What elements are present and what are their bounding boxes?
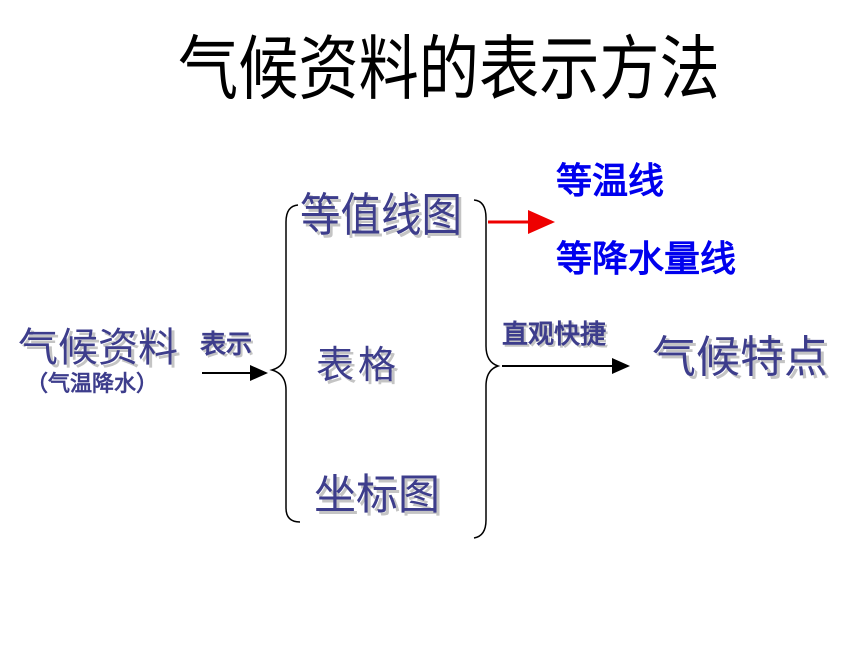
isoline-map-node: 等值线图 bbox=[300, 188, 462, 242]
climate-data-subtitle: （气温降水） bbox=[26, 372, 159, 397]
isohyet-node: 等降水量线 bbox=[556, 239, 737, 280]
intuitive-fast-label: 直观快捷 bbox=[502, 320, 607, 350]
climate-feature-node: 气候特点 bbox=[652, 332, 828, 383]
left-brace bbox=[269, 204, 301, 523]
represent-label: 表示 bbox=[200, 330, 253, 360]
right-brace bbox=[473, 199, 501, 539]
page-title: 气候资料的表示方法 bbox=[178, 28, 720, 110]
coordinate-chart-node: 坐标图 bbox=[314, 470, 441, 519]
climate-data-node: 气候资料 bbox=[18, 325, 178, 371]
table-node: 表格 bbox=[316, 343, 401, 387]
isotherm-node: 等温线 bbox=[556, 161, 665, 202]
